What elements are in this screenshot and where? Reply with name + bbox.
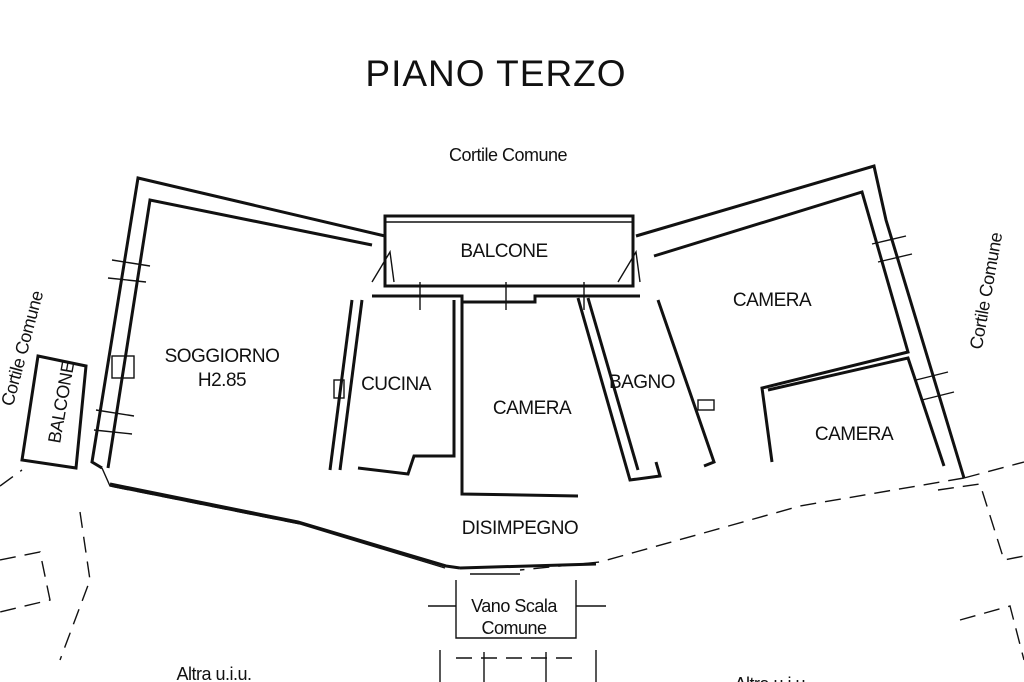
stairwell — [109, 485, 606, 682]
adjacent-unit-right — [937, 461, 1024, 661]
center-balcony — [371, 214, 641, 288]
ceiling-height-label: H2.85 — [198, 370, 246, 391]
right-wing-walls — [519, 164, 966, 571]
bedroom-center-label: CAMERA — [493, 398, 572, 419]
stairwell-label-line2: Comune — [481, 618, 547, 638]
plan-title: PIANO TERZO — [365, 53, 626, 94]
center-balcony-label: BALCONE — [460, 241, 547, 262]
left-balcony — [20, 354, 88, 470]
bedroom-right-bottom-label: CAMERA — [815, 424, 894, 445]
stairwell-label-line1: Vano Scala — [471, 596, 558, 616]
other-unit-right-label: Altra u.i.u. — [734, 674, 809, 682]
center-rooms-walls — [328, 282, 716, 498]
hallway-label: DISIMPEGNO — [462, 518, 578, 539]
other-unit-left-label: Altra u.i.u. — [176, 664, 251, 682]
kitchen-label: CUCINA — [361, 374, 432, 395]
left-wing-walls — [90, 176, 461, 570]
courtyard-right-label: Cortile Comune — [966, 231, 1006, 351]
courtyard-top-label: Cortile Comune — [449, 145, 568, 165]
courtyard-left-label: Cortile Comune — [0, 288, 47, 408]
adjacent-unit-left — [0, 469, 91, 661]
left-balcony-label: BALCONE — [44, 359, 78, 444]
bedroom-right-top-label: CAMERA — [733, 290, 812, 311]
bathroom-label: BAGNO — [609, 372, 675, 393]
living-room-label: SOGGIORNO — [165, 346, 280, 367]
